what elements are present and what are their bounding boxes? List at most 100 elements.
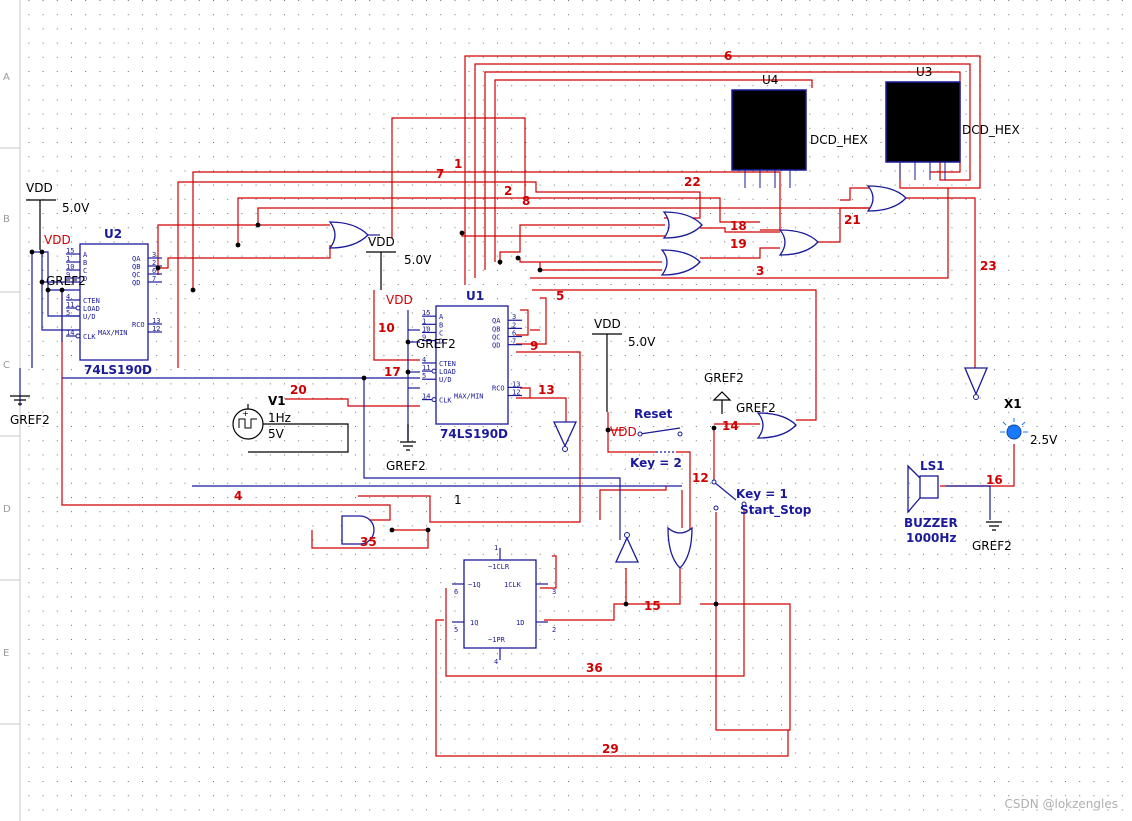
gref2-u2: GREF2 (46, 274, 86, 288)
net-3: 3 (756, 264, 764, 278)
u2-pinnum-10: 10 (66, 263, 74, 271)
u2-pin-b: B (83, 259, 87, 267)
ff-num-3: 3 (552, 588, 556, 596)
u1-pinnum-3: 3 (512, 313, 516, 321)
u1-pin-rco: RCO (492, 384, 505, 392)
net-5: 5 (556, 289, 564, 303)
u2-type: 74LS190D (84, 363, 152, 377)
u1-pinnum-4: 4 (422, 356, 426, 364)
net-1: 1 (454, 157, 462, 171)
u2-pin-load: LOAD (83, 305, 100, 313)
not-gate-buzzer (964, 367, 988, 400)
u1-pin-qa: QA (492, 317, 501, 325)
u2-pin-qc: QC (132, 271, 140, 279)
border-row-b: B (3, 214, 10, 225)
ff-pin-q: 1Q (470, 619, 478, 627)
ls1-type: BUZZER (904, 516, 958, 530)
or-gate-b (660, 249, 701, 276)
u2-pinnum-5: 5 (66, 309, 70, 317)
net-1-black: 1 (454, 493, 462, 507)
u2-pin-rco: RCO (132, 321, 145, 329)
ff-num-5: 5 (454, 626, 458, 634)
u4-type: DCD_HEX (810, 133, 868, 147)
u3-ref: U3 (916, 65, 932, 79)
u1-pin-qc: QC (492, 334, 500, 342)
net-35: 35 (360, 535, 377, 549)
net-2: 2 (504, 184, 512, 198)
watermark: CSDN @lokzengles (1004, 797, 1118, 811)
u1-pinnum-13: 13 (512, 380, 520, 388)
u1-pinnum-12: 12 (512, 389, 520, 397)
u2-pin-maxmin: MAX/MIN (98, 329, 128, 337)
u1-type: 74LS190D (440, 427, 508, 441)
reset-label: Reset (634, 407, 673, 421)
u2-pinnum-2: 2 (152, 259, 156, 267)
startstop-key: Key = 1 (736, 487, 788, 501)
ff-num-1: 1 (494, 544, 498, 552)
u2-pin-a: A (83, 251, 88, 259)
wires-blue (19, 251, 991, 540)
u2-pin-qd: QD (132, 279, 140, 287)
u1-pinnum-15: 15 (422, 309, 430, 317)
reset-switch: Reset Key = 2 (630, 407, 683, 470)
vdd-label-3: VDD (594, 317, 621, 331)
or-gate-u2-outputs (328, 221, 380, 249)
u2-pinnum-9: 9 (66, 271, 70, 279)
sheet-border: A B C D E (0, 0, 21, 821)
vdd-red-label-1: VDD (44, 233, 71, 247)
u1-pin-c: C (439, 329, 443, 337)
v1-freq: 1Hz (268, 411, 291, 425)
u1-pinnum-14: 14 (422, 393, 430, 401)
u1-pin-maxmin: MAX/MIN (454, 393, 484, 401)
u2-pinnum-12: 12 (152, 325, 160, 333)
u2-pin-ud: U/D (83, 313, 96, 321)
u2-pinnum-13: 13 (152, 317, 160, 325)
u2-pin-qa: QA (132, 255, 141, 263)
ff-num-4: 4 (494, 658, 498, 666)
gref2-left: GREF2 (10, 413, 50, 427)
or-gate-c (778, 229, 819, 256)
or-gate-d (866, 185, 907, 212)
startstop-switch: Key = 1 Start_Stop (711, 479, 812, 518)
u1-pin-a: A (439, 313, 444, 321)
not-gate-ff (614, 532, 640, 563)
border-row-e: E (3, 648, 9, 659)
u2-pin-qb: QB (132, 263, 140, 271)
u1-pin-qd: QD (492, 342, 500, 350)
net-12: 12 (692, 471, 709, 485)
ff-pin-nq: ~1Q (468, 581, 481, 589)
u1-pinnum-9: 9 (422, 334, 426, 342)
net-14: 14 (722, 419, 739, 433)
u4-ref: U4 (762, 73, 778, 87)
net-7: 7 (436, 167, 444, 181)
net-29: 29 (602, 742, 619, 756)
u2-pin-d: D (83, 275, 87, 283)
u1-pin-ud: U/D (439, 376, 452, 384)
u1-pin-b: B (439, 321, 443, 329)
vdd-red-label-3: VDD (610, 425, 637, 439)
border-row-d: D (3, 504, 11, 515)
not-gate-u1 (552, 421, 578, 452)
u2-pinnum-7: 7 (152, 275, 156, 283)
v5-label-2: 5.0V (404, 253, 432, 267)
u2-pinnum-14: 14 (66, 329, 74, 337)
ff-num-6: 6 (454, 588, 458, 596)
net-13: 13 (538, 383, 555, 397)
gref2-mid: GREF2 (386, 459, 426, 473)
u2-pin-cten: CTEN (83, 297, 100, 305)
reset-key: Key = 2 (630, 456, 682, 470)
u2-counter: U2 74LS190D A15B1C10D9CTEN4LOAD11U/D5CLK… (66, 227, 162, 377)
net-21: 21 (844, 213, 861, 227)
net-4: 4 (234, 489, 242, 503)
u3-display: U3 DCD_HEX (885, 65, 1020, 180)
u2-pinnum-4: 4 (66, 293, 70, 301)
net-20: 20 (290, 383, 307, 397)
u2-pin-clk: CLK (83, 333, 96, 341)
buzzer-ls1: LS1 BUZZER 1000Hz (904, 459, 958, 545)
startstop-label: Start_Stop (740, 503, 812, 518)
u1-pinnum-6: 6 (512, 330, 516, 338)
border-row-a: A (3, 72, 10, 83)
u1-pin-load: LOAD (439, 368, 456, 376)
ff-num-2: 2 (552, 626, 556, 634)
